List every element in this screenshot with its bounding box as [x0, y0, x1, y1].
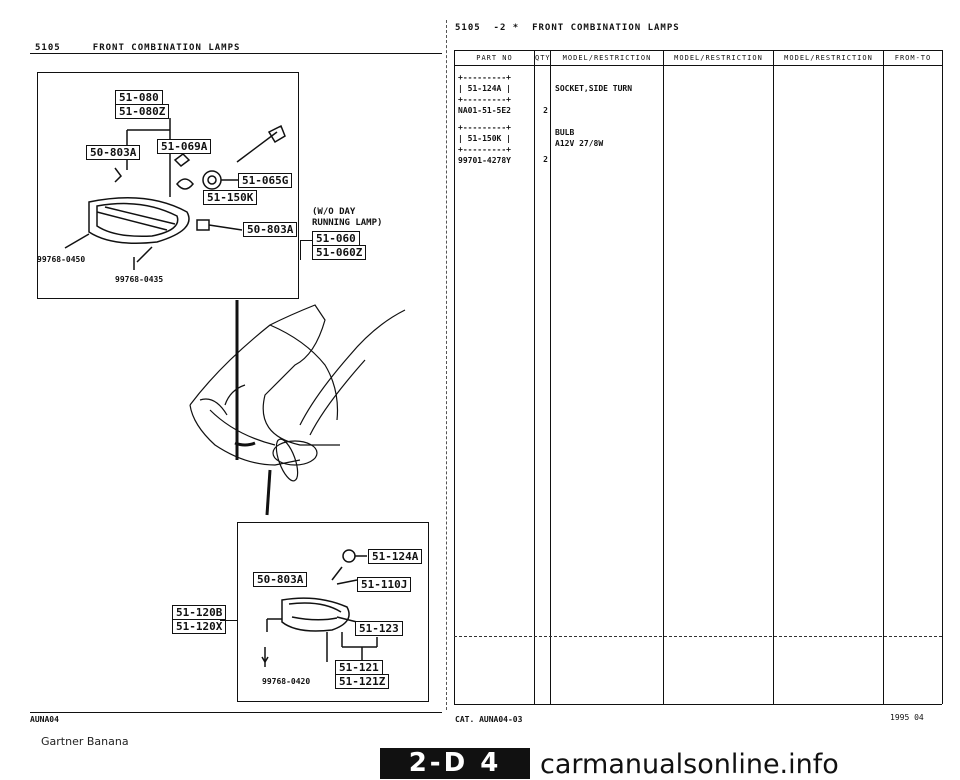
note-connector: [300, 240, 314, 242]
left-header-title: FRONT COMBINATION LAMPS: [92, 43, 241, 53]
ref-number: 51-124A: [467, 84, 502, 93]
left-header-rule: [30, 53, 442, 54]
ref-box-bottom: +---------+: [458, 95, 511, 104]
table-bottom-rule: [454, 704, 942, 705]
part-description: BULB: [555, 128, 575, 137]
part-no-column: +---------+ | 51-124A | +---------+ NA01…: [454, 65, 535, 704]
right-header-mark: *: [512, 23, 520, 33]
diagram-label: 51-069A: [157, 139, 212, 154]
table-divider: [454, 636, 942, 637]
catalog-date: 1995 04: [890, 713, 924, 722]
watermark-text: carmanualsonline.info: [540, 749, 839, 780]
part-number-screw: 99768-0420: [262, 677, 311, 686]
page-divider: [446, 20, 447, 710]
diagram-label: 51-150K: [203, 190, 258, 205]
note-line-2: RUNNING LAMP): [312, 218, 383, 228]
model-column-3: [773, 65, 884, 704]
column-header-qty: QTY: [534, 50, 551, 66]
ref-box-top: +---------+: [458, 73, 511, 82]
quantity: 2: [543, 155, 548, 164]
left-footer-code: AUNA04: [30, 715, 59, 724]
part-number: 99701-4278Y: [458, 156, 511, 165]
quantity: 2: [543, 106, 548, 115]
page-banner: 2-D 4: [380, 748, 530, 779]
column-header-from-to: FROM-TO: [883, 50, 943, 66]
diagram-label: 51-123: [355, 621, 403, 636]
column-header-part-no: PART NO: [454, 50, 535, 66]
ref-box-top: +---------+: [458, 123, 511, 132]
right-header-code: 5105: [455, 23, 481, 33]
ref-number: 51-150K: [467, 134, 502, 143]
model-column-2: [663, 65, 774, 704]
ref-box-bottom: +---------+: [458, 145, 511, 154]
catalog-number: CAT. AUNA04-03: [455, 715, 523, 724]
description-column: SOCKET,SIDE TURN BULB A12V 27/8W: [550, 65, 664, 704]
left-header: 5105 FRONT COMBINATION LAMPS: [35, 43, 240, 53]
part-spec: A12V 27/8W: [555, 139, 604, 148]
diagram-label: 51-121Z: [335, 674, 390, 689]
side-lamp-drawing: [261, 549, 378, 667]
rear-lamp-diagram: [237, 522, 429, 702]
diagram-label: 51-121: [335, 660, 383, 675]
diagram-label: 50-803A: [253, 572, 308, 587]
note-label: 51-060: [312, 231, 360, 246]
diagram-label: 50-803A: [86, 145, 141, 160]
table-header-row: PART NO QTY MODEL/RESTRICTION MODEL/REST…: [454, 50, 943, 66]
left-header-code: 5105: [35, 43, 61, 53]
diagram-label: 51-080: [115, 90, 163, 105]
diagram-label: 51-065G: [238, 173, 293, 188]
right-header-title: FRONT COMBINATION LAMPS: [532, 23, 680, 33]
diagram-label: 51-120X: [172, 619, 227, 634]
qty-column: 2 2: [534, 65, 551, 704]
part-description: SOCKET,SIDE TURN: [555, 84, 633, 93]
front-lamp-diagram: [37, 72, 299, 299]
left-footer-rule: [30, 712, 442, 713]
table-body: +---------+ | 51-124A | +---------+ NA01…: [454, 65, 943, 704]
label-connector: [220, 620, 237, 621]
part-number-bottom: 99768-0435: [115, 275, 164, 284]
column-header-model-3: MODEL/RESTRICTION: [773, 50, 884, 66]
right-header: 5105 -2 * FRONT COMBINATION LAMPS: [455, 23, 680, 33]
table-row: | 51-150K |: [458, 134, 511, 143]
part-number: NA01-51-5E2: [458, 106, 511, 115]
diagram-label: 50-803A: [243, 222, 298, 237]
from-to-column: [883, 65, 943, 704]
column-header-model-2: MODEL/RESTRICTION: [663, 50, 774, 66]
note-line-1: (W/O DAY: [312, 207, 356, 217]
credit-text: Gartner Banana: [41, 735, 129, 748]
parts-table: PART NO QTY MODEL/RESTRICTION MODEL/REST…: [454, 50, 943, 704]
note-connector-vertical: [300, 240, 301, 260]
diagram-label: 51-080Z: [115, 104, 170, 119]
diagram-label: 51-110J: [357, 577, 412, 592]
diagram-label: 51-120B: [172, 605, 227, 620]
right-header-page: -2: [493, 23, 507, 33]
vehicle-location-drawing: [189, 300, 406, 516]
part-number-left: 99768-0450: [37, 255, 86, 264]
column-header-model-1: MODEL/RESTRICTION: [550, 50, 664, 66]
note-label: 51-060Z: [312, 245, 367, 260]
diagram-label: 51-124A: [368, 549, 423, 564]
table-row: | 51-124A |: [458, 84, 511, 93]
